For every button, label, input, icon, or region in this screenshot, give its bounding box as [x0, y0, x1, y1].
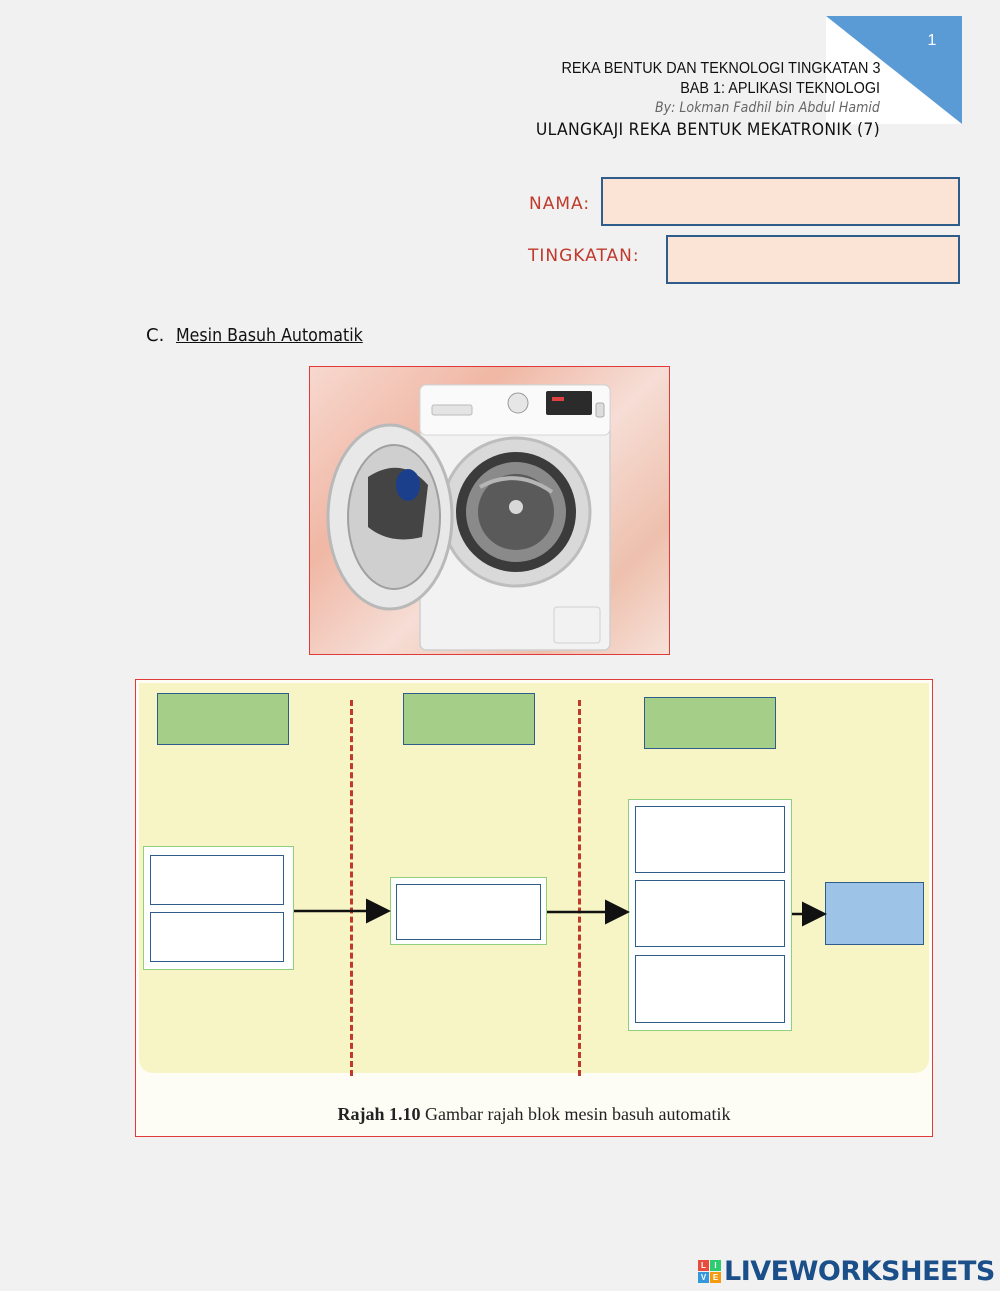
output-slot-3[interactable]	[635, 955, 785, 1023]
input-slot-2[interactable]	[150, 912, 284, 962]
page-number: 1	[927, 32, 937, 49]
section-title: Mesin Basuh Automatik	[176, 325, 363, 346]
output-header-box[interactable]	[644, 697, 776, 749]
section-letter: C.	[146, 325, 165, 346]
liveworksheets-logo: L I V E LIVEWORKSHEETS	[698, 1254, 995, 1288]
tingkatan-label: TINGKATAN:	[528, 246, 640, 266]
process-group	[390, 877, 547, 945]
page-corner-decoration	[826, 16, 962, 124]
input-header-box[interactable]	[157, 693, 289, 745]
washing-machine-illustration	[326, 384, 611, 651]
caption-text: Gambar rajah blok mesin basuh automatik	[420, 1104, 731, 1124]
nama-label: NAMA:	[529, 194, 591, 214]
divider-line	[578, 700, 581, 1076]
diagram-caption: Rajah 1.10 Gambar rajah blok mesin basuh…	[136, 1104, 932, 1125]
divider-line	[350, 700, 353, 1076]
header-author: By: Lokman Fadhil bin Abdul Hamid	[655, 100, 880, 116]
input-slot-1[interactable]	[150, 855, 284, 905]
worksheet-title: ULANGKAJI REKA BENTUK MEKATRONIK (7)	[535, 120, 880, 140]
nama-input[interactable]	[601, 177, 960, 226]
logo-mark-icon: L I V E	[698, 1259, 721, 1283]
process-header-box[interactable]	[403, 693, 535, 745]
tingkatan-input[interactable]	[666, 235, 960, 284]
output-slot-2[interactable]	[635, 880, 785, 947]
input-group	[143, 846, 294, 970]
final-output-box[interactable]	[825, 882, 924, 945]
header-chapter: BAB 1: APLIKASI TEKNOLOGI	[680, 80, 880, 97]
brand-name: LIVEWORKSHEETS	[724, 1255, 995, 1287]
output-group	[628, 799, 792, 1031]
flow-arrows	[294, 898, 827, 927]
process-slot[interactable]	[396, 884, 541, 940]
caption-label: Rajah 1.10	[337, 1104, 421, 1124]
washing-machine-photo	[309, 366, 670, 655]
header-subject: REKA BENTUK DAN TEKNOLOGI TINGKATAN 3	[560, 60, 880, 77]
output-slot-1[interactable]	[635, 806, 785, 873]
block-diagram: Rajah 1.10 Gambar rajah blok mesin basuh…	[135, 679, 933, 1137]
